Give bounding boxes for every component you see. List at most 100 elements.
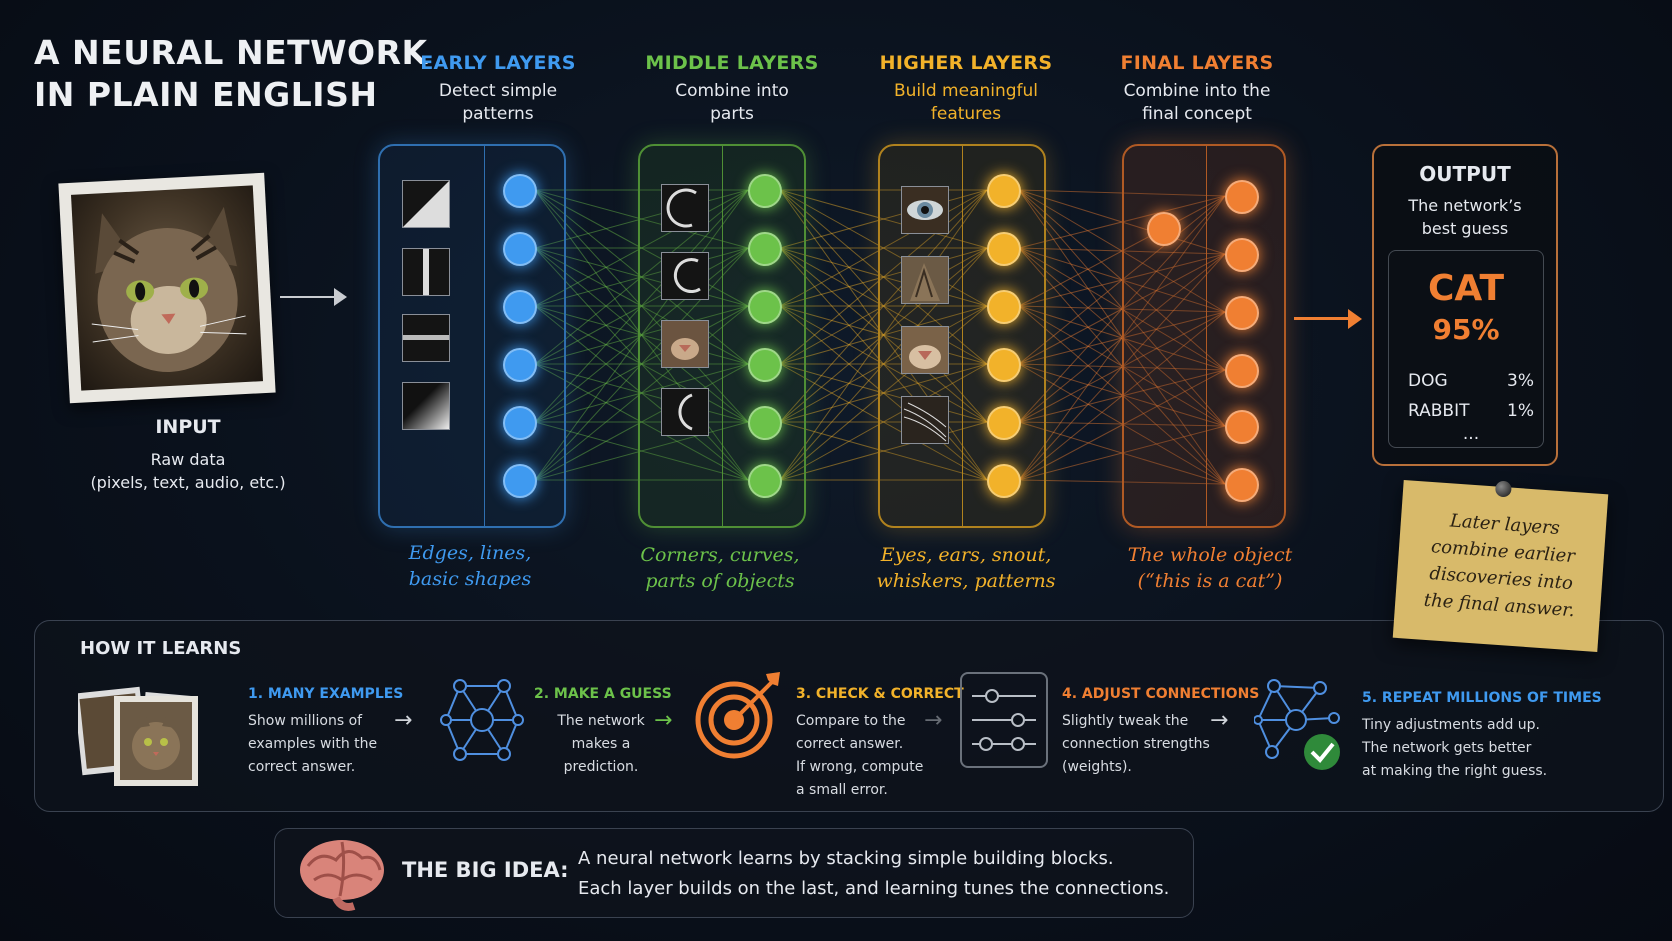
- connection-wire: [534, 189, 749, 365]
- connection-wire: [534, 189, 749, 423]
- final-layer-panel: [1122, 144, 1286, 528]
- step-arrow-1: →: [394, 708, 413, 733]
- eye-feature: [901, 186, 949, 234]
- connection-wire: [534, 247, 749, 365]
- connection-wire: [534, 189, 749, 365]
- snout-part-feature: [661, 320, 709, 368]
- whiskers-feature: [901, 396, 949, 444]
- connection-wire: [534, 247, 749, 365]
- connection-wire: [534, 247, 749, 481]
- middle-caption-1: Corners, curves,: [640, 544, 800, 566]
- other-predictions: DOG 3% RABBIT 1% ...: [1408, 366, 1534, 443]
- connection-wire: [779, 189, 988, 423]
- early-caption-1: Edges, lines,: [408, 542, 532, 564]
- early-layers-caption: Edges, lines, basic shapes: [350, 540, 590, 592]
- final-layers-sub1: Combine into the: [1123, 81, 1271, 101]
- output-header: OUTPUT The network’s best guess: [1372, 162, 1558, 240]
- connection-wire: [534, 421, 749, 481]
- input-arrow-line: [280, 296, 340, 298]
- top-prediction-percent: 95%: [1432, 313, 1500, 346]
- connection-wire: [779, 363, 988, 423]
- output-label: OUTPUT: [1419, 162, 1511, 186]
- neuron-node: [1225, 410, 1259, 444]
- page-title: A NEURAL NETWORK IN PLAIN ENGLISH: [34, 32, 428, 116]
- connection-wire: [779, 305, 988, 481]
- connection-wire: [534, 189, 749, 481]
- step-arrow-3: →: [924, 708, 943, 733]
- big-idea-label: THE BIG IDEA:: [402, 858, 569, 882]
- connection-wire: [534, 189, 749, 307]
- early-layers-header: EARLY LAYERS Detect simple patterns: [388, 52, 608, 126]
- photo-stack-icon: [73, 686, 198, 786]
- final-layers-sub2: final concept: [1142, 104, 1252, 124]
- connection-wire: [534, 421, 749, 481]
- neuron-node: [987, 348, 1021, 382]
- connection-wire: [534, 247, 749, 307]
- connection-wire: [534, 363, 749, 423]
- prediction-row-dog: DOG 3%: [1408, 366, 1534, 396]
- higher-caption-2: whiskers, patterns: [876, 570, 1056, 592]
- connection-wire: [779, 189, 988, 423]
- connection-wire: [779, 363, 988, 481]
- step-1-line-2: examples with the: [248, 736, 378, 752]
- step-3-heading: 3. CHECK & CORRECT: [796, 686, 964, 702]
- ear-feature: [901, 256, 949, 304]
- connection-wire: [779, 189, 988, 481]
- neuron-node: [987, 464, 1021, 498]
- step-5-heading: 5. REPEAT MILLIONS OF TIMES: [1362, 690, 1602, 706]
- output-arrow-head: [1348, 309, 1362, 329]
- neuron-node: [1225, 180, 1259, 214]
- connection-wire: [779, 363, 988, 423]
- connection-wire: [779, 421, 988, 481]
- higher-layers-title: HIGHER LAYERS: [879, 52, 1053, 74]
- connection-wire: [779, 305, 988, 423]
- step-arrow-2: →: [654, 708, 673, 733]
- connection-wire: [534, 363, 749, 423]
- higher-caption-1: Eyes, ears, snout,: [880, 544, 1052, 566]
- connection-wire: [534, 189, 749, 423]
- middle-layers-title: MIDDLE LAYERS: [645, 52, 819, 74]
- connection-wire: [779, 247, 988, 481]
- middle-caption-2: parts of objects: [645, 570, 795, 592]
- snout-feature: [901, 326, 949, 374]
- step-5-line-2: The network gets better: [1362, 740, 1532, 756]
- connection-wire: [779, 247, 988, 307]
- target-icon: [694, 668, 786, 764]
- neuron-node: [1147, 212, 1181, 246]
- step-1-line-1: Show millions of: [248, 713, 363, 729]
- connection-wire: [779, 247, 988, 423]
- final-layers-header: FINAL LAYERS Combine into the final conc…: [1087, 52, 1307, 126]
- step-4-line-3: (weights).: [1062, 759, 1132, 775]
- neuron-node: [987, 406, 1021, 440]
- input-label: INPUT: [155, 416, 221, 438]
- step-5-line-3: at making the right guess.: [1362, 763, 1548, 779]
- neuron-node: [1225, 238, 1259, 272]
- final-panel-divider: [1206, 146, 1207, 526]
- neuron-node: [1225, 296, 1259, 330]
- step-1: 1. MANY EXAMPLES Show millions of exampl…: [248, 686, 403, 779]
- early-caption-2: basic shapes: [408, 568, 532, 590]
- neuron-node: [748, 464, 782, 498]
- connection-wire: [779, 247, 988, 307]
- step-4-line-1: Slightly tweak the: [1062, 713, 1189, 729]
- final-caption-1: The whole object: [1127, 544, 1293, 566]
- input-desc-2: (pixels, text, audio, etc.): [90, 473, 286, 492]
- neuron-node: [503, 406, 537, 440]
- step-4-line-2: connection strengths: [1062, 736, 1210, 752]
- step-arrow-4: →: [1210, 708, 1229, 733]
- connection-wire: [779, 189, 988, 365]
- neuron-node: [987, 174, 1021, 208]
- big-idea-panel: [274, 828, 1194, 918]
- connection-wire: [534, 189, 749, 249]
- step-3-line-2: correct answer.: [796, 736, 904, 752]
- prediction-dog-label: DOG: [1408, 371, 1448, 391]
- connection-wire: [779, 421, 988, 481]
- final-layers-title: FINAL LAYERS: [1120, 52, 1274, 74]
- top-prediction: CAT 95%: [1388, 268, 1544, 350]
- connection-wire: [534, 247, 749, 423]
- higher-layers-header: HIGHER LAYERS Build meaningful features: [856, 52, 1076, 126]
- neuron-node: [748, 290, 782, 324]
- input-cat-photo: [58, 172, 276, 404]
- connection-wire: [779, 305, 988, 365]
- neuron-node: [748, 232, 782, 266]
